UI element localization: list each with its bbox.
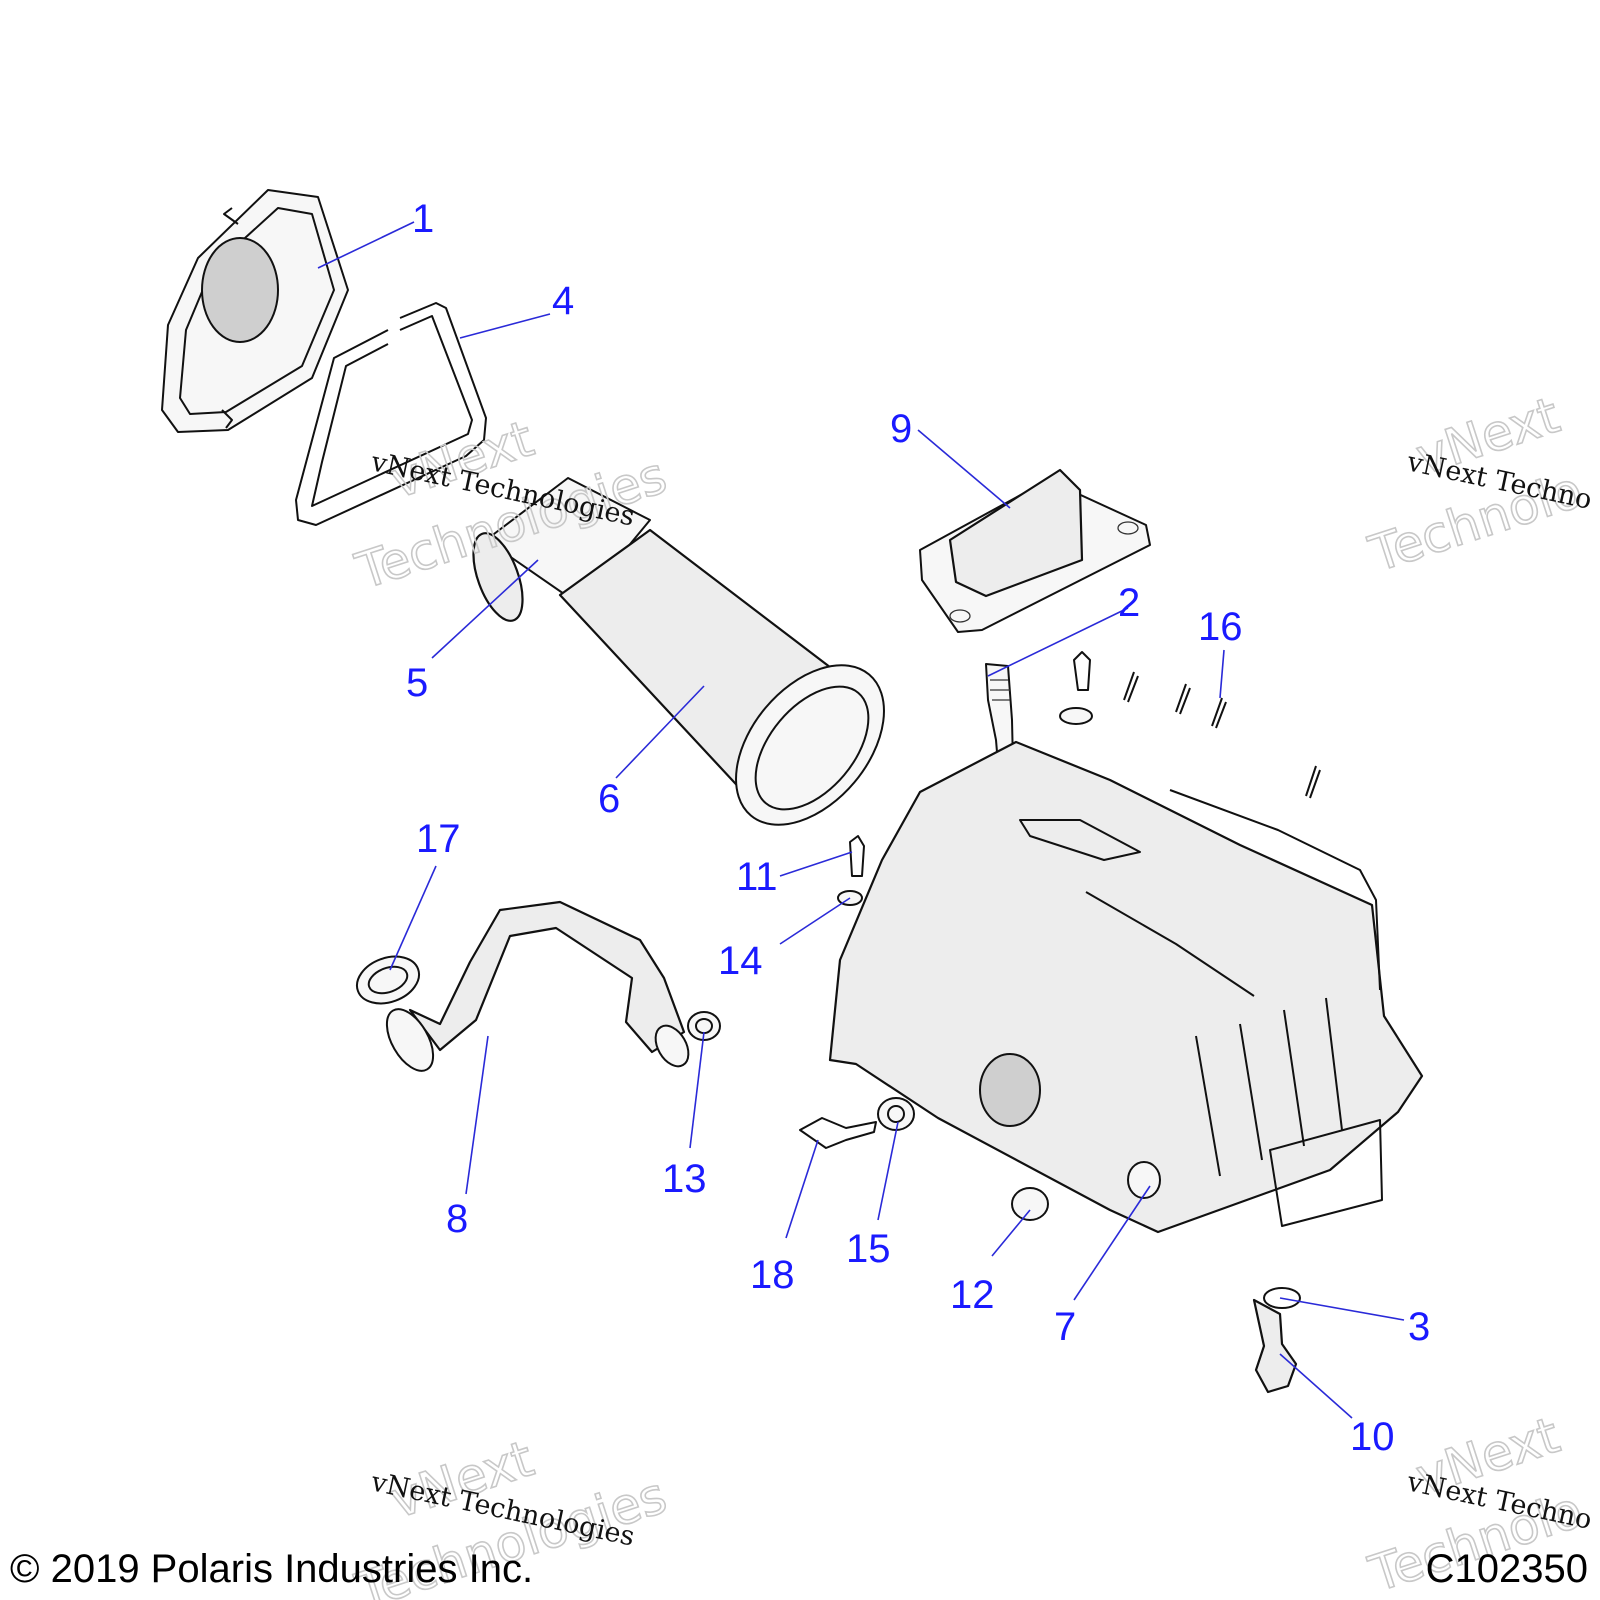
callout-5: 5	[406, 661, 428, 705]
part-6-outer-filter	[558, 528, 885, 826]
part-7-airbox-housing	[828, 740, 1424, 1234]
callout-15: 15	[846, 1227, 891, 1271]
callout-1: 1	[412, 197, 434, 241]
part-4-gasket	[295, 302, 487, 526]
callout-11: 11	[736, 855, 778, 899]
callout-17: 17	[416, 817, 461, 861]
part-3-o-ring	[1263, 1287, 1301, 1309]
part-9-mount-pad	[919, 468, 1151, 633]
leader-lines	[317, 221, 1405, 1419]
part-18-sensor	[799, 1117, 877, 1149]
callout-18: 18	[750, 1253, 795, 1297]
callout-8: 8	[446, 1197, 468, 1241]
part-5-inner-filter	[472, 477, 651, 622]
callout-3: 3	[1408, 1305, 1430, 1349]
callout-2: 2	[1118, 581, 1140, 625]
copyright-notice: © 2019 Polaris Industries Inc.	[10, 1547, 533, 1591]
part-8-hose	[385, 900, 690, 1072]
callout-9: 9	[890, 407, 912, 451]
part-1-intake-duct	[161, 189, 349, 433]
callout-4: 4	[552, 279, 574, 323]
part-16-bolts	[1059, 651, 1321, 799]
callout-12: 12	[950, 1273, 995, 1317]
callout-16: 16	[1198, 605, 1243, 649]
part-12-plug	[1011, 1187, 1049, 1221]
diagram-code: C102350	[1426, 1547, 1588, 1591]
callout-10: 10	[1350, 1415, 1395, 1459]
callout-7: 7	[1054, 1305, 1076, 1349]
callout-numbers: 1 2 3 4 5 6 7 8 9 10 11 12 13 14 15 16 1…	[406, 197, 1430, 1459]
part-10-valve	[1252, 1298, 1298, 1394]
callout-6: 6	[598, 777, 620, 821]
part-11-bolt	[849, 835, 865, 877]
callout-13: 13	[662, 1157, 707, 1201]
part-17-clamp	[356, 955, 420, 1005]
part-15-grommet	[877, 1097, 915, 1131]
callout-14: 14	[718, 939, 763, 983]
